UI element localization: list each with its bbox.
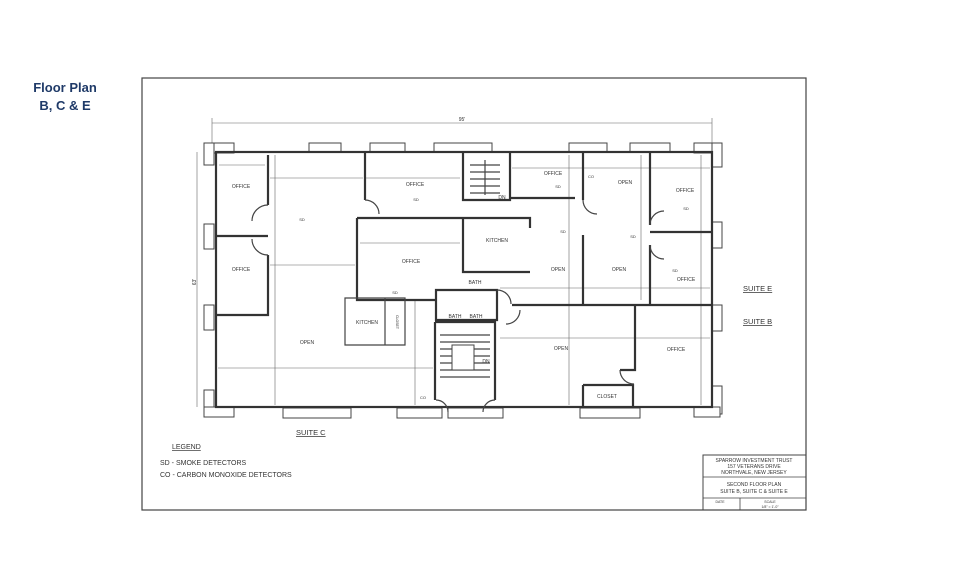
room-label: OPEN bbox=[612, 267, 627, 273]
smoke-detector: SD bbox=[630, 234, 636, 239]
title-address-1: 157 VETERANS DRIVE bbox=[727, 464, 781, 470]
room-label: BATH bbox=[469, 280, 482, 286]
room-label: OPEN bbox=[554, 346, 569, 352]
title-date-label: DATE bbox=[715, 500, 725, 504]
smoke-detector: SD bbox=[413, 197, 419, 202]
legend-item: SD - SMOKE DETECTORS bbox=[160, 460, 247, 467]
title-owner: SPARROW INVESTMENT TRUST bbox=[716, 458, 793, 464]
room-label: OFFICE bbox=[402, 259, 421, 265]
smoke-detector: SD bbox=[683, 206, 689, 211]
detectors: SD SD SD SD SD SD SD SD CO CO bbox=[299, 174, 689, 400]
room-label: KITCHEN bbox=[486, 238, 508, 244]
smoke-detector: SD bbox=[555, 184, 561, 189]
room-label: OFFICE bbox=[676, 188, 695, 194]
room-label: BATH bbox=[449, 314, 462, 320]
room-label: OPEN bbox=[551, 267, 566, 273]
suite-c-label: SUITE C bbox=[296, 428, 326, 437]
windows bbox=[203, 142, 723, 419]
room-label: CLOSET bbox=[597, 394, 617, 400]
room-label: OFFICE bbox=[232, 184, 251, 190]
smoke-detector: SD bbox=[392, 290, 398, 295]
dimension-lines bbox=[196, 118, 713, 407]
legend: LEGEND SD - SMOKE DETECTORS CO - CARBON … bbox=[160, 444, 292, 479]
room-label: OFFICE bbox=[232, 267, 251, 273]
smoke-detector: SD bbox=[672, 268, 678, 273]
heading-line-2: B, C & E bbox=[39, 98, 91, 113]
room-label: CLOSET bbox=[395, 315, 399, 330]
room-label: BATH bbox=[470, 314, 483, 320]
room-label: OFFICE bbox=[677, 277, 696, 283]
room-label: OFFICE bbox=[544, 171, 563, 177]
room-label: OFFICE bbox=[667, 347, 686, 353]
title-address-2: NORTHVALE, NEW JERSEY bbox=[721, 470, 787, 476]
page-heading: Floor Plan B, C & E bbox=[20, 79, 110, 115]
room-label: KITCHEN bbox=[356, 320, 378, 326]
overall-depth-dimension: 63' bbox=[192, 279, 198, 286]
legend-title: LEGEND bbox=[172, 444, 201, 451]
room-labels: OFFICE OFFICE OFFICE OFFICE OFFICE OPEN … bbox=[232, 171, 696, 400]
suite-b-label: SUITE B bbox=[743, 317, 772, 326]
overall-width-dimension: 95' bbox=[459, 117, 466, 123]
room-label: OFFICE bbox=[406, 182, 425, 188]
co-detector: CO bbox=[588, 174, 594, 179]
stair-down-label: DN bbox=[498, 195, 506, 201]
co-detector: CO bbox=[420, 395, 426, 400]
title-scale-label: SCALE bbox=[764, 500, 776, 504]
title-suites: SUITE B, SUITE C & SUITE E bbox=[720, 489, 788, 495]
suite-e-label: SUITE E bbox=[743, 284, 772, 293]
smoke-detector: SD bbox=[299, 217, 305, 222]
title-drawing: SECOND FLOOR PLAN bbox=[727, 482, 782, 488]
smoke-detector: SD bbox=[560, 229, 566, 234]
stair-down-label: DN bbox=[482, 359, 490, 365]
walls bbox=[214, 150, 714, 413]
room-label: OPEN bbox=[618, 180, 633, 186]
sheet-frame bbox=[141, 77, 807, 511]
legend-item: CO - CARBON MONOXIDE DETECTORS bbox=[160, 472, 292, 479]
title-block: SPARROW INVESTMENT TRUST 157 VETERANS DR… bbox=[702, 454, 807, 511]
heading-line-1: Floor Plan bbox=[33, 80, 97, 95]
room-label: OPEN bbox=[300, 340, 315, 346]
title-scale: 1/8" = 1'-0" bbox=[761, 505, 779, 509]
